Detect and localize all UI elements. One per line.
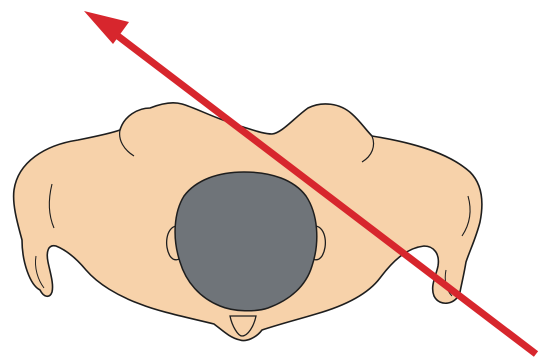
head-hair	[175, 172, 317, 311]
